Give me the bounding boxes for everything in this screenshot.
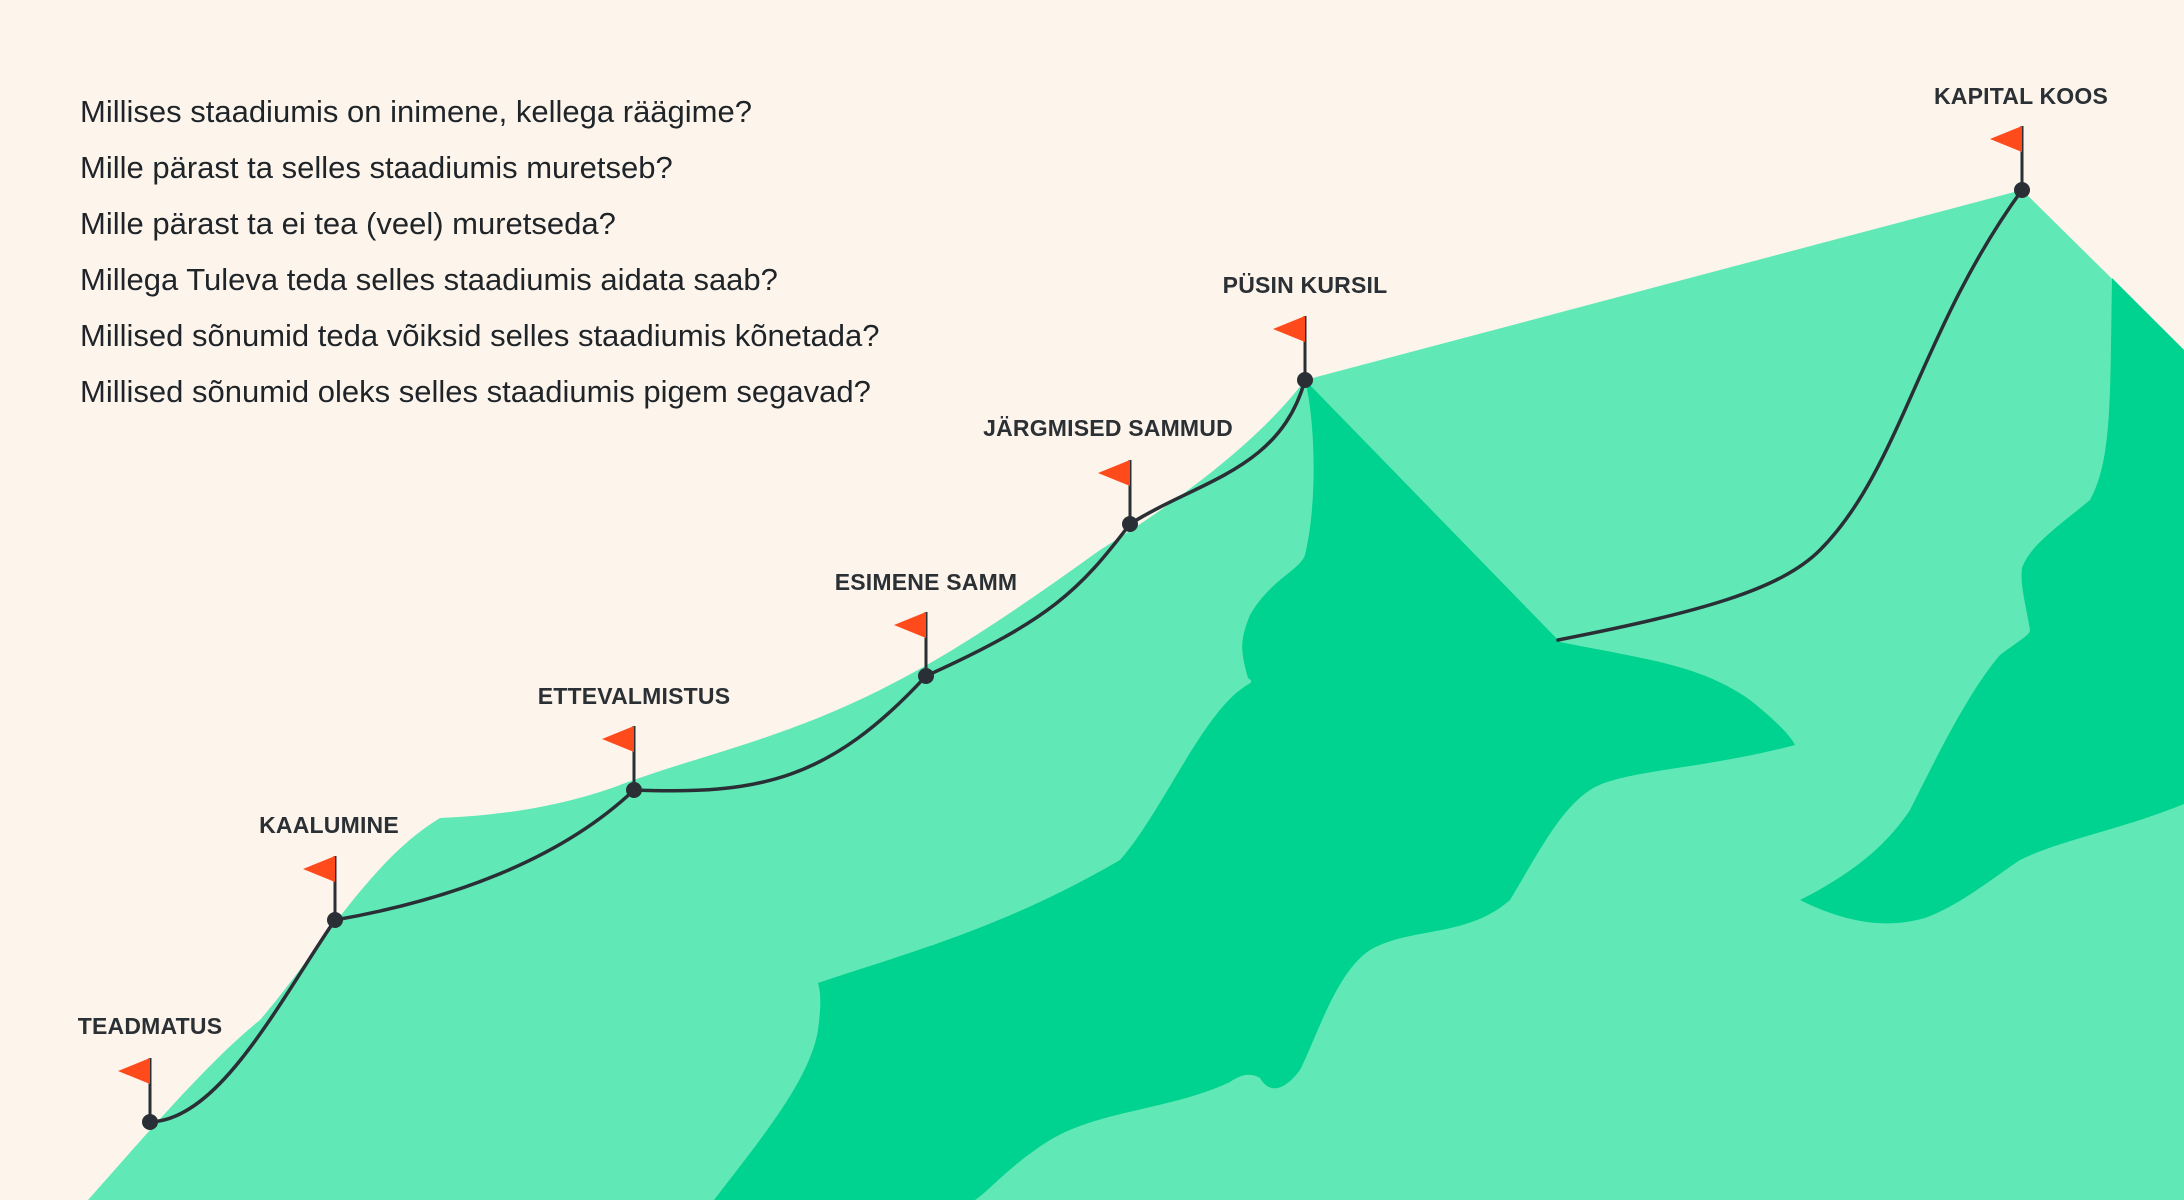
stage-point [918,668,934,684]
stage-label-jargmised-sammud: JÄRGMISED SAMMUD [983,415,1233,441]
stage-point [2014,182,2030,198]
climbing-route-upper [1556,188,2024,642]
flag-icon [1273,316,1305,342]
mountain-center-dark [714,380,1795,1200]
stage-point [327,912,343,928]
flag-icon [118,1058,150,1084]
question-list: Millises staadiumis on inimene, kellega … [80,84,880,420]
stage-marker [602,726,642,798]
stage-marker [1273,316,1313,388]
question-item: Mille pärast ta selles staadiumis murets… [80,150,673,185]
question-item: Millises staadiumis on inimene, kellega … [80,94,752,129]
stage-marker [303,856,343,928]
question-item: Millised sõnumid oleks selles staadiumis… [80,374,871,409]
stage-marker [1098,460,1138,532]
stage-label-pusin-kursil: PÜSIN KURSIL [1222,272,1388,298]
mountain-right-light [1400,190,2184,1200]
stage-label-ettevalmistus: ETTEVALMISTUS [537,683,731,709]
flag-icon [1990,126,2022,152]
flag-icon [894,612,926,638]
stage-label-esimene-samm: ESIMENE SAMM [834,569,1018,595]
flag-icon [602,726,634,752]
stage-point [1297,372,1313,388]
stage-point [1122,516,1138,532]
stage-marker [894,612,934,684]
flag-icon [303,856,335,882]
question-item: Mille pärast ta ei tea (veel) muretseda? [80,206,616,241]
question-item: Millega Tuleva teda selles staadiumis ai… [80,262,778,297]
stage-label-kaalumine: KAALUMINE [259,812,399,838]
climbing-route [148,378,1307,1124]
stage-point [142,1114,158,1130]
stage-label-teadmatus: TEADMATUS [77,1013,223,1039]
question-item: Millised sõnumid teda võiksid selles sta… [80,318,880,353]
stage-point [626,782,642,798]
stage-marker [118,1058,158,1130]
flag-icon [1098,460,1130,486]
mountain-right-dark [1800,278,2184,924]
stage-marker [1990,126,2030,198]
stage-label-kapital-koos: KAPITAL KOOS [1933,83,2109,109]
